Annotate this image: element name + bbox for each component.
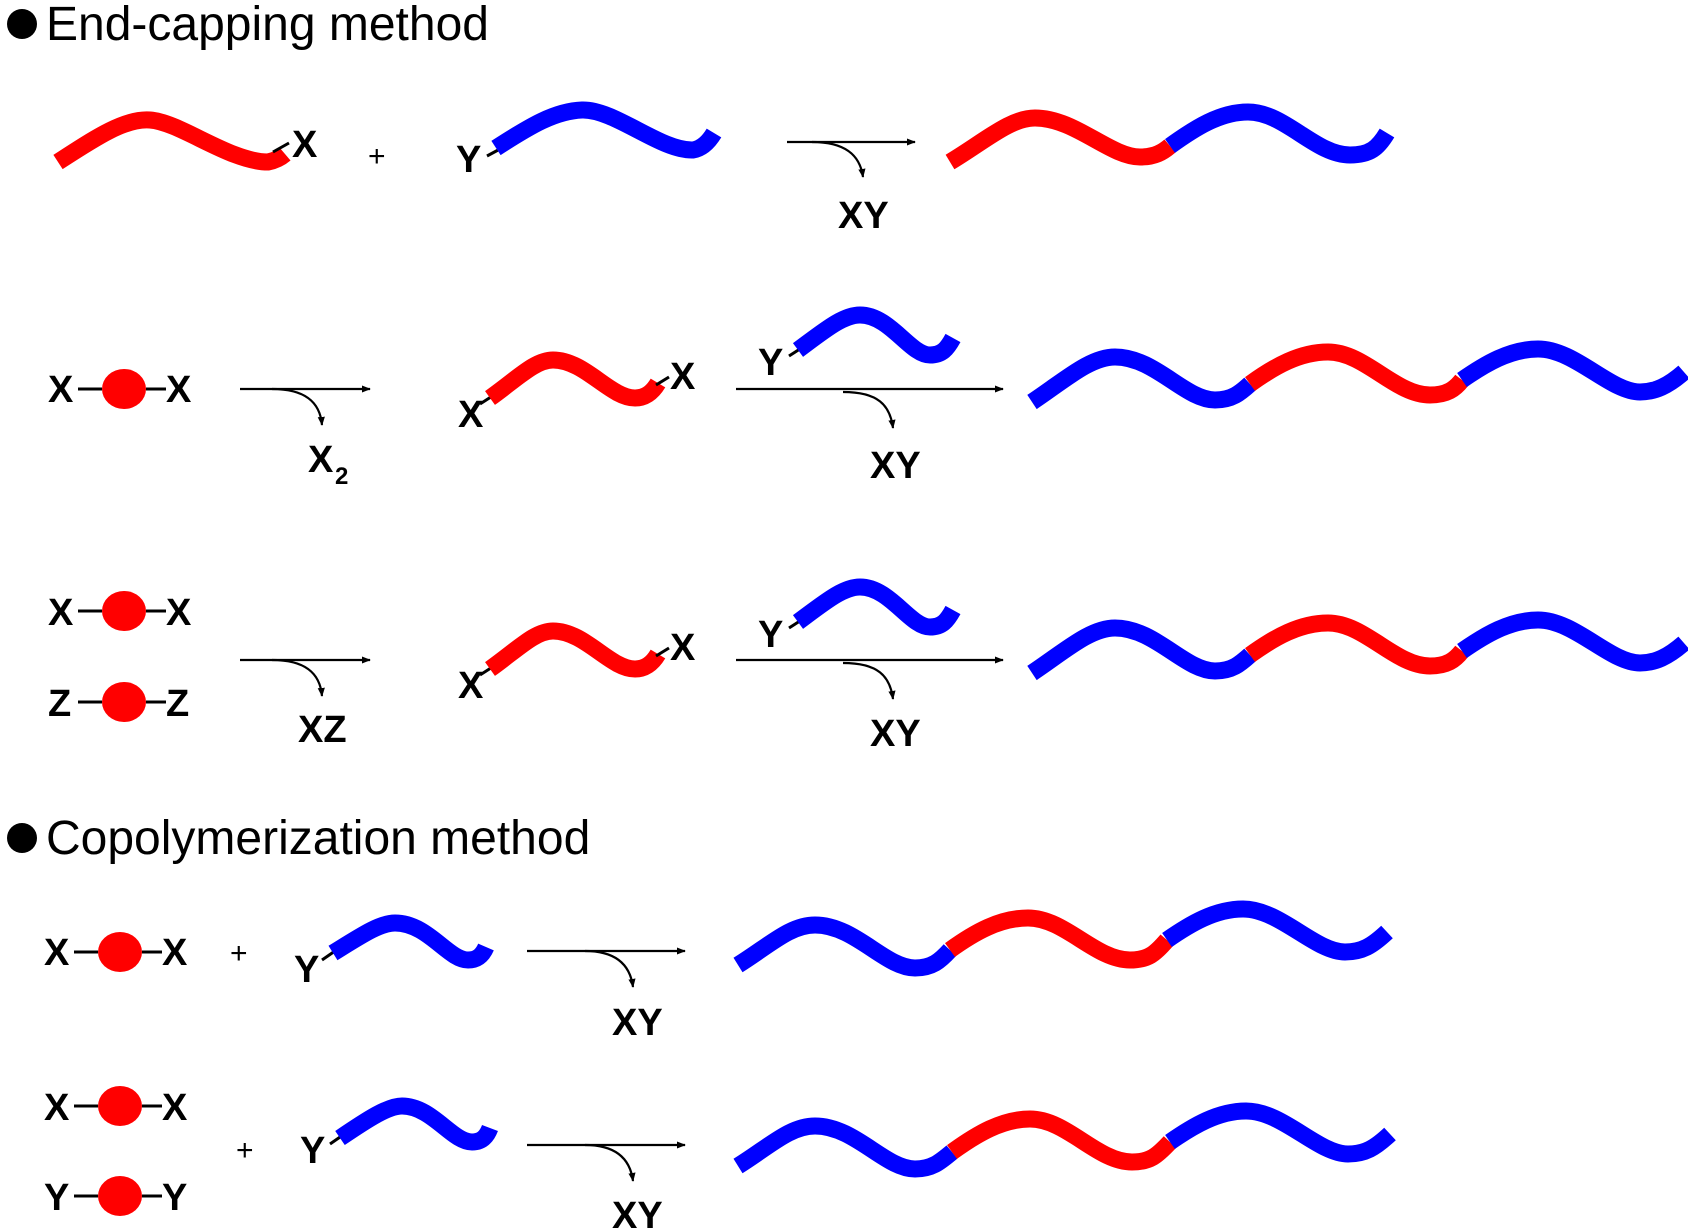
red-chain bbox=[485, 622, 666, 678]
byproduct-xy-label: XY bbox=[612, 1195, 663, 1228]
byproduct-xy-label: XY bbox=[870, 445, 921, 487]
x-end-label: X bbox=[670, 627, 696, 669]
monomer-circle-icon bbox=[98, 1176, 142, 1216]
product-blue-block-left bbox=[733, 1117, 958, 1178]
y-end-label: Y bbox=[758, 342, 783, 384]
byproduct-xy-label: XY bbox=[870, 713, 921, 755]
x-label: X bbox=[48, 592, 74, 634]
red-chain bbox=[53, 111, 291, 171]
byproduct-arrow bbox=[842, 661, 896, 700]
y-label: Y bbox=[44, 1177, 69, 1219]
product-red-block bbox=[1245, 614, 1469, 675]
z-label: Z bbox=[48, 683, 71, 725]
blue-chain bbox=[335, 1097, 498, 1151]
y-label: Y bbox=[162, 1177, 187, 1219]
product-blue-block-right bbox=[1165, 1102, 1396, 1163]
row-4: X X + Y XY bbox=[44, 900, 1393, 1044]
row-5: X X Y Y + Y XY bbox=[44, 1086, 1396, 1228]
x-end-label: X bbox=[458, 665, 484, 707]
byproduct-x2-label: X bbox=[308, 439, 334, 481]
plus-sign: + bbox=[230, 937, 248, 970]
blue-chain bbox=[792, 578, 961, 636]
blue-chain bbox=[491, 101, 722, 159]
x-label: X bbox=[48, 369, 74, 411]
product-blue-block bbox=[1165, 103, 1395, 164]
section-title-copolymerization: Copolymerization method bbox=[46, 812, 590, 865]
y-end-label: Y bbox=[294, 949, 319, 991]
x-label: X bbox=[44, 932, 70, 974]
byproduct-arrow bbox=[271, 387, 325, 426]
byproduct-x2-subscript: 2 bbox=[335, 463, 348, 490]
plus-sign: + bbox=[236, 1134, 254, 1167]
monomer-circle-icon bbox=[98, 1086, 142, 1126]
x-label: X bbox=[162, 1087, 188, 1129]
byproduct-arrow bbox=[811, 140, 866, 178]
x-label: X bbox=[162, 932, 188, 974]
x-end-label: X bbox=[670, 356, 696, 398]
byproduct-arrow bbox=[584, 949, 636, 988]
byproduct-xy-label: XY bbox=[838, 195, 889, 237]
red-chain bbox=[485, 351, 666, 407]
monomer-circle-icon bbox=[98, 932, 142, 972]
byproduct-arrow bbox=[271, 658, 325, 697]
x-end-label: X bbox=[458, 394, 484, 436]
row-3: X X Z Z XZ X X Y XY bbox=[48, 578, 1688, 755]
row-2: X X X 2 X X Y XY bbox=[48, 306, 1688, 490]
product-red-block bbox=[1245, 343, 1469, 404]
monomer-circle-icon bbox=[102, 682, 146, 722]
byproduct-arrow bbox=[584, 1143, 636, 1182]
product-blue-block-left bbox=[1027, 348, 1256, 410]
product-red-block bbox=[945, 109, 1176, 170]
product-blue-block-right bbox=[1457, 611, 1688, 672]
byproduct-xy-label: XY bbox=[612, 1002, 663, 1044]
blue-chain bbox=[792, 306, 961, 364]
product-blue-block-right bbox=[1162, 900, 1393, 961]
blue-chain bbox=[328, 914, 494, 969]
row-1: X + Y XY bbox=[53, 101, 1395, 237]
x-label: X bbox=[166, 369, 192, 411]
bond bbox=[272, 141, 290, 154]
y-end-label: Y bbox=[758, 614, 783, 656]
x-end-label: X bbox=[292, 124, 318, 166]
byproduct-xz-label: XZ bbox=[298, 709, 347, 751]
y-end-label: Y bbox=[300, 1130, 325, 1172]
bond bbox=[655, 646, 670, 658]
x-label: X bbox=[166, 592, 192, 634]
product-red-block bbox=[947, 1110, 1177, 1171]
monomer-circle-icon bbox=[102, 369, 146, 409]
product-blue-block-left bbox=[733, 916, 957, 977]
y-end-label: Y bbox=[456, 139, 481, 181]
bullet-dot-icon bbox=[7, 9, 37, 39]
section-title-end-capping: End-capping method bbox=[46, 0, 489, 51]
product-blue-block-left bbox=[1027, 619, 1256, 681]
product-red-block bbox=[945, 909, 1174, 969]
byproduct-arrow bbox=[842, 390, 896, 429]
product-blue-block-right bbox=[1457, 340, 1688, 401]
z-label: Z bbox=[166, 683, 189, 725]
monomer-circle-icon bbox=[102, 591, 146, 631]
x-label: X bbox=[44, 1087, 70, 1129]
plus-sign: + bbox=[368, 140, 386, 173]
bond bbox=[655, 375, 670, 387]
bullet-dot-icon bbox=[7, 823, 37, 853]
